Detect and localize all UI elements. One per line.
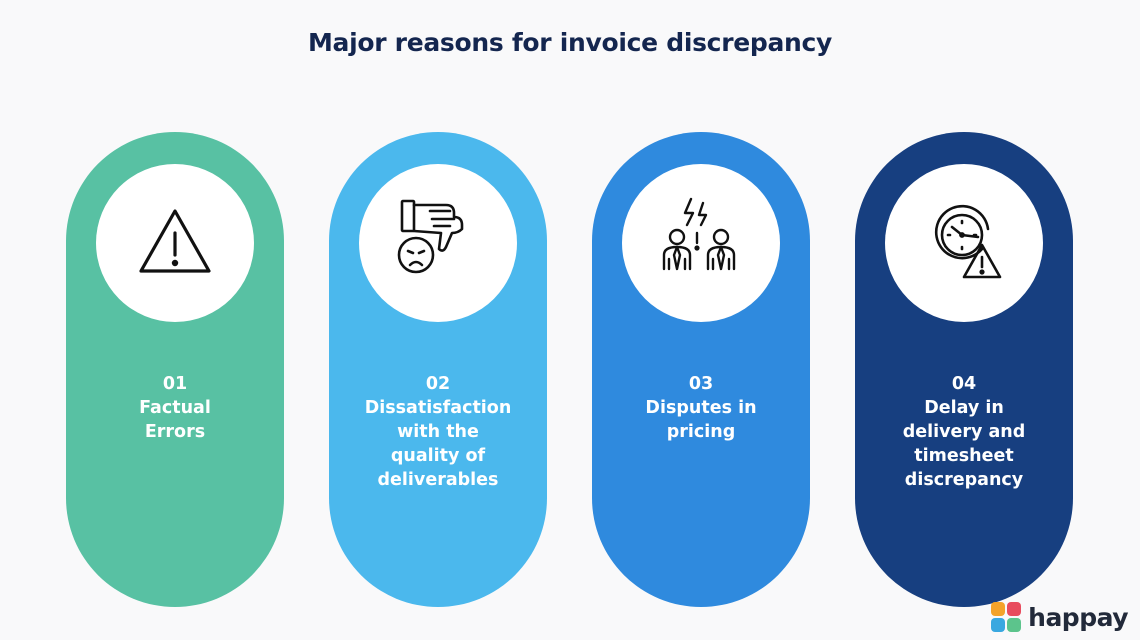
reason-label: 02 Dissatisfaction with the quality of d…: [339, 372, 537, 492]
icon-circle: [359, 164, 517, 322]
page-title: Major reasons for invoice discrepancy: [307, 28, 833, 57]
reason-text-line: Factual: [139, 398, 211, 418]
reason-label: 03 Disputes in pricing: [602, 372, 800, 444]
brand-logo: happay: [990, 600, 1128, 634]
reason-text-line: Dissatisfaction: [364, 398, 512, 418]
happay-logo-icon: [991, 602, 1022, 632]
reason-number: 04: [951, 374, 977, 394]
reason-card-delivery-delay: 04 Delay in delivery and timesheet discr…: [855, 132, 1073, 607]
reason-text-line: Disputes in: [645, 398, 757, 418]
reason-text-line: with the: [397, 422, 479, 442]
reason-card-factual-errors: 01 Factual Errors: [66, 132, 284, 607]
reason-text-line: timesheet: [914, 446, 1014, 466]
reason-card-dissatisfaction: 02 Dissatisfaction with the quality of d…: [329, 132, 547, 607]
thumbs-down-sad-face-icon: [397, 199, 464, 274]
reason-card-pricing-disputes: 03 Disputes in pricing: [592, 132, 810, 607]
reason-text-line: deliverables: [377, 470, 499, 490]
reason-number: 03: [688, 374, 714, 394]
warning-triangle-icon: [139, 209, 211, 273]
reason-text-line: delivery and: [902, 422, 1026, 442]
people-arguing-icon: [662, 197, 736, 271]
reason-number: 02: [425, 374, 451, 394]
reason-label: 04 Delay in delivery and timesheet discr…: [865, 372, 1063, 492]
clock-warning-icon: [934, 204, 1002, 279]
reason-label: 01 Factual Errors: [76, 372, 274, 444]
reason-text-line: pricing: [666, 422, 736, 442]
reason-number: 01: [162, 374, 188, 394]
icon-circle: [96, 164, 254, 322]
brand-name: happay: [1028, 602, 1128, 632]
reason-text-line: Errors: [144, 422, 206, 442]
reason-text-line: Delay in: [924, 398, 1004, 418]
icon-circle: [885, 164, 1043, 322]
reason-text-line: quality of: [390, 446, 486, 466]
reason-text-line: discrepancy: [904, 470, 1024, 490]
icon-circle: [622, 164, 780, 322]
